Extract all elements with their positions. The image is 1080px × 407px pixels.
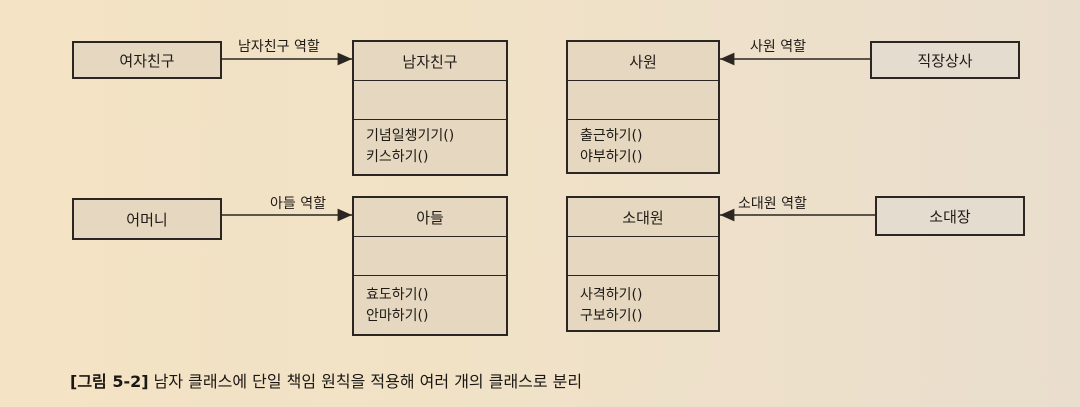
operation: 효도하기() <box>366 287 429 303</box>
girlfriend-box: 여자친구 <box>72 41 222 79</box>
operation: 야부하기() <box>580 149 643 165</box>
class-son-operations: 효도하기() 안마하기() <box>354 276 506 327</box>
class-employee-operations: 출근하기() 야부하기() <box>568 120 718 168</box>
captain-box: 소대장 <box>875 196 1025 236</box>
operation: 사격하기() <box>580 287 643 303</box>
figure-number: [그림 5-2] <box>70 372 149 391</box>
class-employee-name: 사원 <box>568 42 718 81</box>
class-soldier-operations: 사격하기() 구보하기() <box>568 276 718 327</box>
boss-box: 직장상사 <box>870 41 1020 79</box>
mother-label: 어머니 <box>126 210 168 229</box>
operation: 안마하기() <box>366 308 429 324</box>
edge-label-soldier-role: 소대원 역할 <box>738 196 807 212</box>
class-soldier-attributes <box>568 237 718 276</box>
operation: 키스하기() <box>366 149 429 165</box>
class-boyfriend-attributes <box>354 81 506 120</box>
class-employee-attributes <box>568 81 718 120</box>
figure-caption-text: 남자 클래스에 단일 책임 원칙을 적용해 여러 개의 클래스로 분리 <box>148 372 583 391</box>
edge-label-boyfriend-role: 남자친구 역할 <box>238 39 320 55</box>
class-soldier-name: 소대원 <box>568 198 718 237</box>
class-boyfriend-name: 남자친구 <box>354 42 506 81</box>
edge-label-son-role: 아들 역할 <box>270 196 326 212</box>
class-boyfriend: 남자친구 기념일챙기기() 키스하기() <box>352 40 508 176</box>
class-boyfriend-operations: 기념일챙기기() 키스하기() <box>354 120 506 168</box>
boss-label: 직장상사 <box>917 51 973 70</box>
edge-label-employee-role: 사원 역할 <box>750 39 806 55</box>
mother-box: 어머니 <box>72 198 222 240</box>
class-son-name: 아들 <box>354 198 506 237</box>
class-employee: 사원 출근하기() 야부하기() <box>566 40 720 174</box>
operation: 구보하기() <box>580 308 643 324</box>
class-son: 아들 효도하기() 안마하기() <box>352 196 508 336</box>
figure-caption: [그림 5-2] 남자 클래스에 단일 책임 원칙을 적용해 여러 개의 클래스… <box>70 368 582 392</box>
girlfriend-label: 여자친구 <box>119 51 175 70</box>
operation: 기념일챙기기() <box>366 128 455 144</box>
operation: 출근하기() <box>580 128 643 144</box>
class-son-attributes <box>354 237 506 276</box>
captain-label: 소대장 <box>929 207 971 226</box>
class-soldier: 소대원 사격하기() 구보하기() <box>566 196 720 332</box>
